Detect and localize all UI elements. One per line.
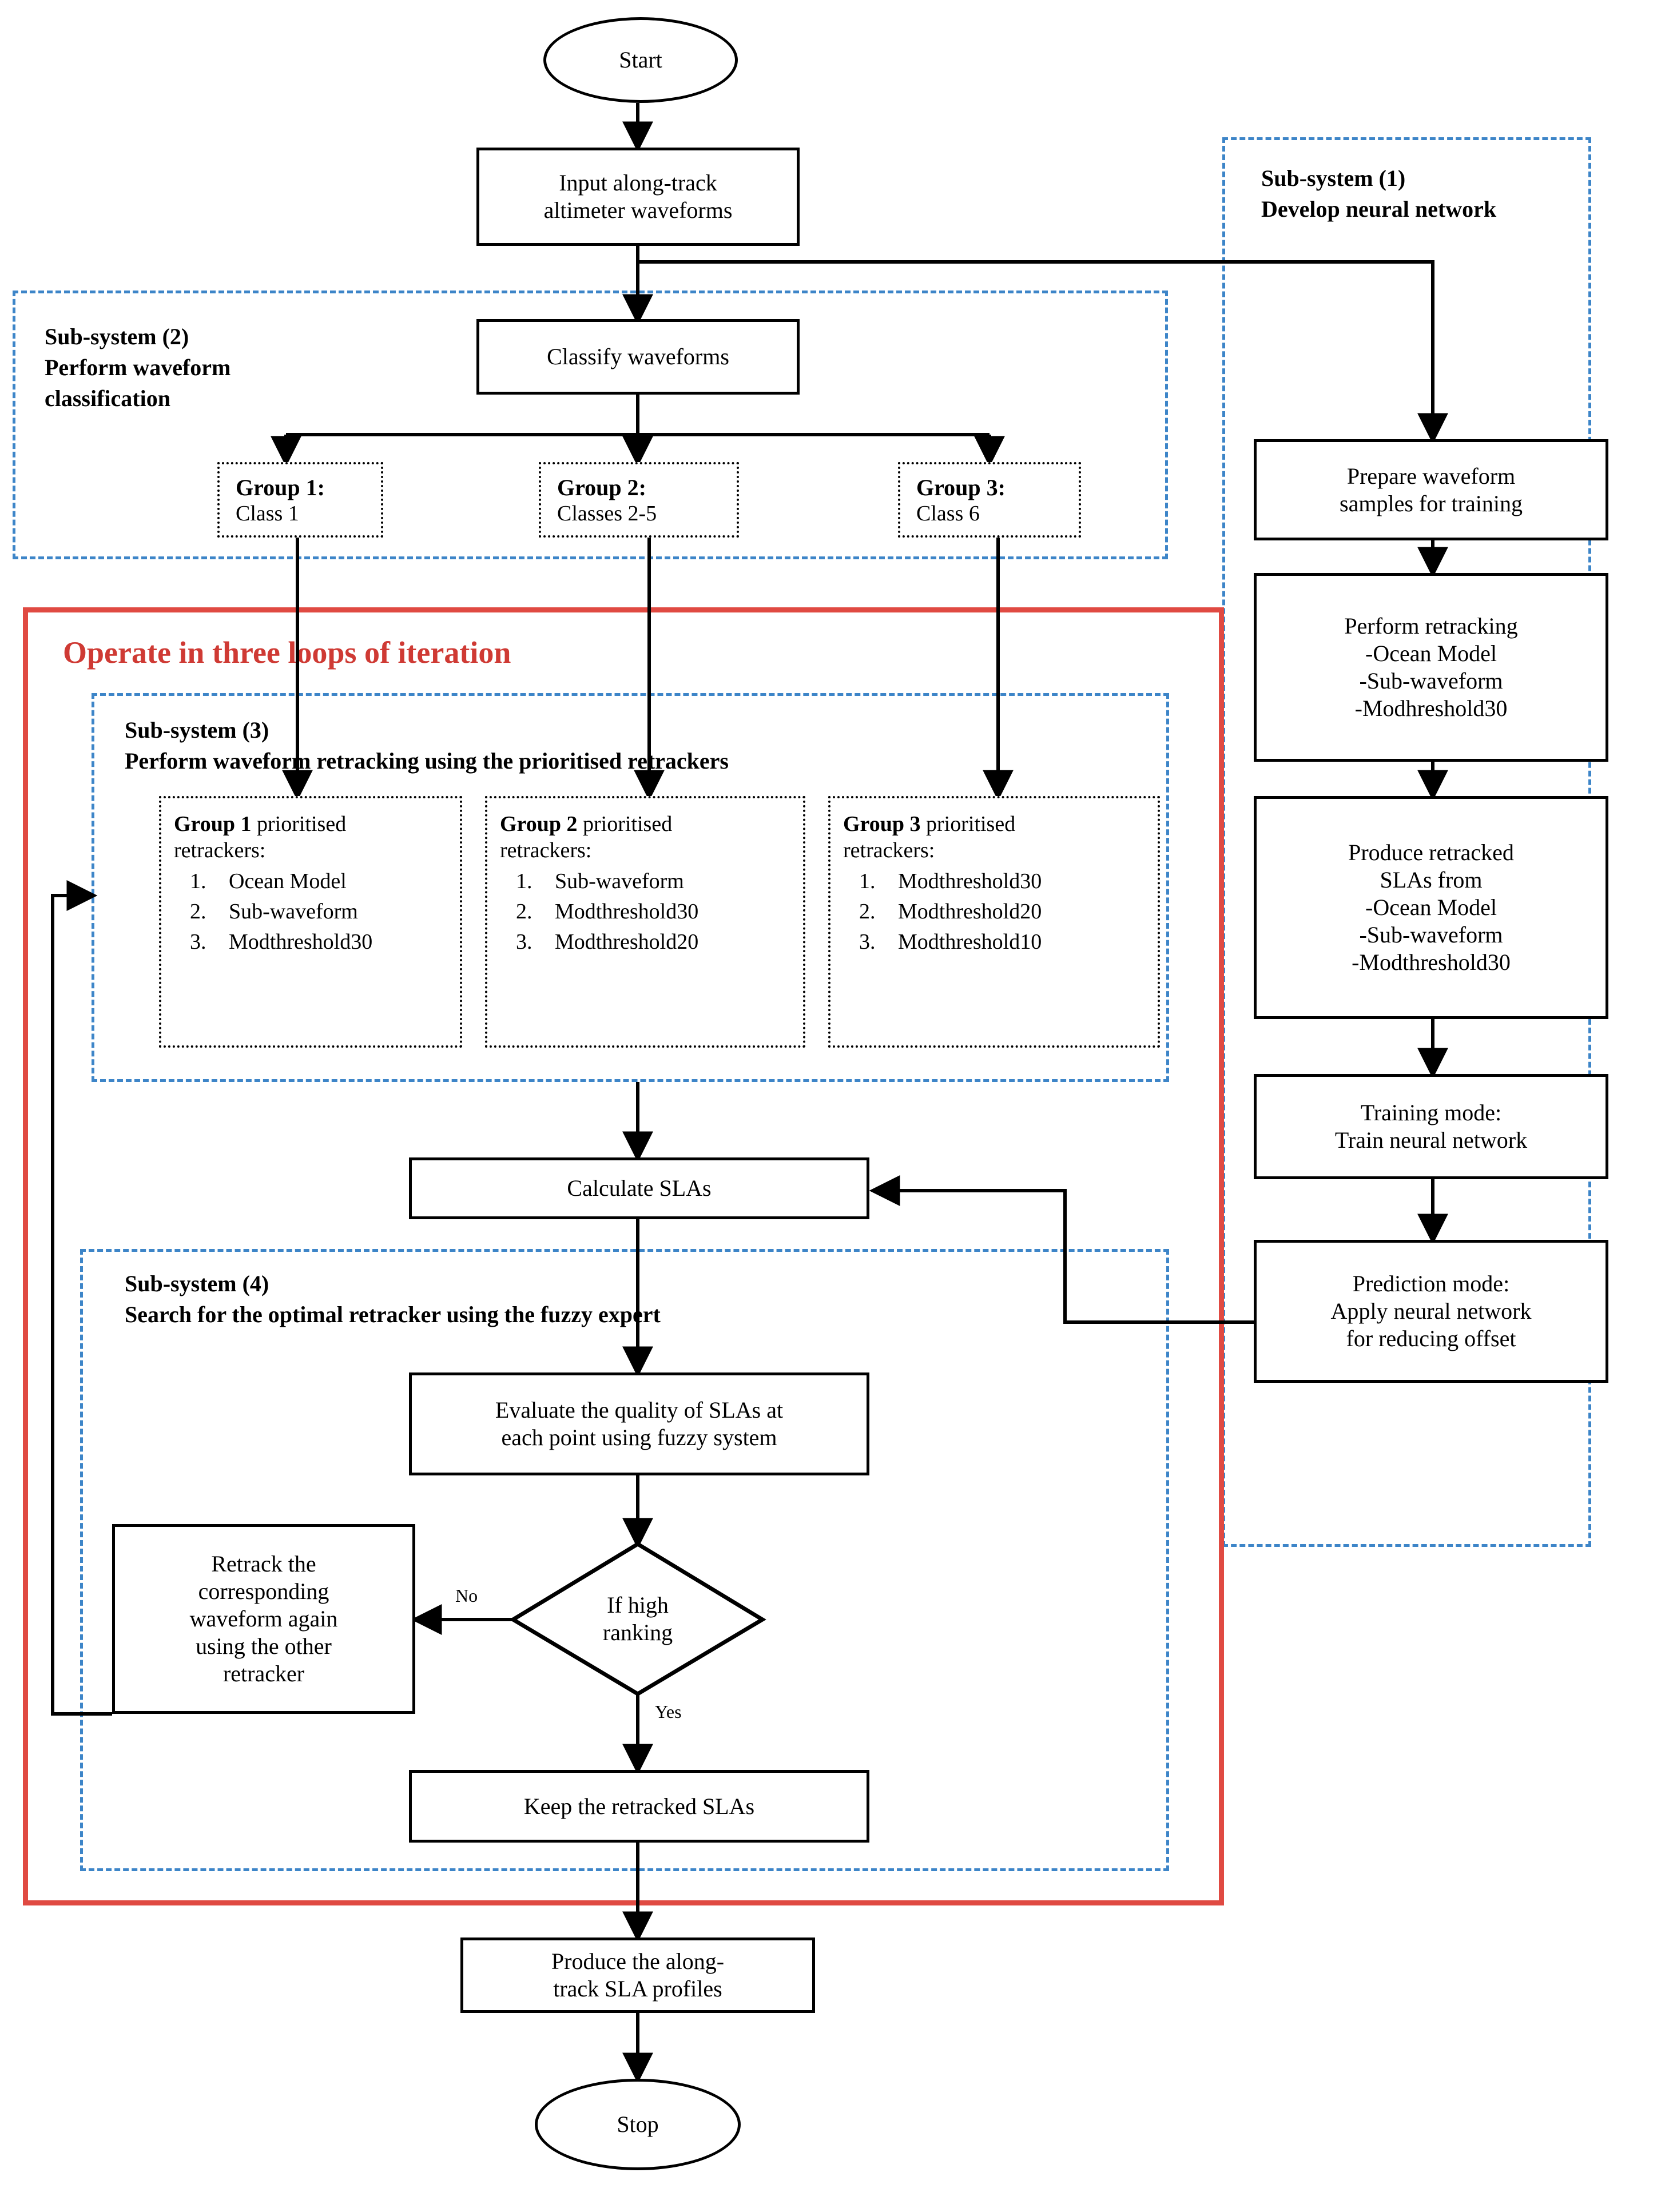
- iteration-loop-container: [23, 607, 1224, 1905]
- node-keep-slas: Keep the retracked SLAs: [409, 1770, 869, 1843]
- node-training-mode-label: Training mode: Train neural network: [1334, 1100, 1528, 1153]
- node-stop: Stop: [535, 2079, 741, 2170]
- iteration-loop-label: Operate in three loops of iteration: [63, 635, 511, 670]
- node-evaluate-quality: Evaluate the quality of SLAs at each poi…: [409, 1372, 869, 1475]
- subsystem-1-label: Sub-system (1)Develop neural network: [1261, 165, 1497, 222]
- group2-body: Classes 2-5: [557, 501, 657, 526]
- node-calculate-slas-label: Calculate SLAs: [567, 1175, 712, 1201]
- node-produce-retracked-slas-label: Produce retracked SLAs from -Ocean Model…: [1348, 840, 1514, 975]
- node-training-mode: Training mode: Train neural network: [1254, 1074, 1608, 1179]
- retracker-group3-bold: Group 3: [843, 812, 921, 836]
- edge-input-to-prepare: [638, 260, 1448, 444]
- list-item: Sub-waveform: [212, 897, 452, 927]
- node-produce-retracked-slas: Produce retracked SLAs from -Ocean Model…: [1254, 796, 1608, 1019]
- retracker-group1-line2: retrackers:: [174, 838, 266, 863]
- node-perform-retracking: Perform retracking -Ocean Model -Sub-wav…: [1254, 573, 1608, 762]
- retracker-group2-rest: prioritised: [577, 812, 673, 836]
- node-group3-class: Group 3: Class 6: [898, 462, 1081, 538]
- node-input-label: Input along-track altimeter waveforms: [543, 170, 733, 223]
- node-calculate-slas: Calculate SLAs: [409, 1157, 869, 1219]
- node-decision-label: If high ranking: [602, 1592, 673, 1645]
- retracker-group2-bold: Group 2: [500, 812, 578, 836]
- retracker-box-group3-header: Group 3 prioritised retrackers:: [843, 811, 1150, 864]
- subsystem-4-label: Sub-system (4)Search for the optimal ret…: [125, 1271, 661, 1327]
- retracker-box-group2-header: Group 2 prioritised retrackers:: [500, 811, 795, 864]
- node-prediction-mode: Prediction mode: Apply neural network fo…: [1254, 1240, 1608, 1383]
- group1-title: Group 1:: [236, 474, 325, 500]
- list-item: Modthreshold10: [881, 927, 1150, 957]
- node-decision-wrap: If high ranking: [513, 1544, 762, 1694]
- retracker-box-group1: Group 1 prioritised retrackers: Ocean Mo…: [159, 796, 462, 1048]
- node-perform-retracking-label: Perform retracking -Ocean Model -Sub-wav…: [1344, 613, 1518, 721]
- edge-prediction-to-calculate: [869, 1175, 1254, 1324]
- node-input: Input along-track altimeter waveforms: [476, 148, 800, 246]
- list-item: Ocean Model: [212, 866, 452, 897]
- list-item: Modthreshold30: [212, 927, 452, 957]
- node-prediction-mode-label: Prediction mode: Apply neural network fo…: [1330, 1271, 1532, 1351]
- retracker-box-group1-header: Group 1 prioritised retrackers:: [174, 811, 452, 864]
- node-produce-profiles-label: Produce the along- track SLA profiles: [551, 1948, 725, 2002]
- retracker-group1-list: Ocean Model Sub-waveform Modthreshold30: [174, 866, 452, 958]
- list-item: Sub-waveform: [538, 866, 795, 897]
- subsystem-3-label: Sub-system (3)Perform waveform retrackin…: [125, 717, 729, 774]
- node-classify-label: Classify waveforms: [547, 344, 729, 369]
- retracker-group2-list: Sub-waveform Modthreshold30 Modthreshold…: [500, 866, 795, 958]
- list-item: Modthreshold20: [881, 897, 1150, 927]
- node-keep-slas-label: Keep the retracked SLAs: [523, 1793, 755, 1819]
- node-produce-profiles: Produce the along- track SLA profiles: [460, 1938, 815, 2013]
- list-item: Modthreshold30: [881, 866, 1150, 897]
- node-retrack-again: Retrack the corresponding waveform again…: [112, 1524, 415, 1714]
- node-retrack-again-label: Retrack the corresponding waveform again…: [189, 1551, 338, 1686]
- edge-label-no: No: [455, 1585, 478, 1606]
- retracker-box-group3: Group 3 prioritised retrackers: Modthres…: [828, 796, 1160, 1048]
- retracker-group1-rest: prioritised: [251, 812, 347, 836]
- node-prepare-samples-label: Prepare waveform samples for training: [1340, 463, 1523, 516]
- node-start-label: Start: [619, 47, 662, 73]
- node-classify: Classify waveforms: [476, 319, 800, 395]
- list-item: Modthreshold20: [538, 927, 795, 957]
- retracker-group3-line2: retrackers:: [843, 838, 935, 863]
- node-stop-label: Stop: [617, 2111, 659, 2137]
- list-item: Modthreshold30: [538, 897, 795, 927]
- group3-title: Group 3:: [916, 474, 1006, 500]
- node-group1-class: Group 1: Class 1: [217, 462, 383, 538]
- group2-title: Group 2:: [557, 474, 646, 500]
- retracker-group2-line2: retrackers:: [500, 838, 592, 863]
- edge-retrack-loopback: [51, 880, 112, 1716]
- retracker-box-group2: Group 2 prioritised retrackers: Sub-wave…: [485, 796, 805, 1048]
- node-evaluate-quality-label: Evaluate the quality of SLAs at each poi…: [495, 1397, 784, 1450]
- retracker-group1-bold: Group 1: [174, 812, 252, 836]
- subsystem-2-container: [13, 291, 1168, 559]
- group3-body: Class 6: [916, 501, 980, 526]
- group1-body: Class 1: [236, 501, 299, 526]
- retracker-group3-list: Modthreshold30 Modthreshold20 Modthresho…: [843, 866, 1150, 958]
- node-start: Start: [543, 17, 738, 103]
- subsystem-4-container: [80, 1249, 1169, 1871]
- retracker-group3-rest: prioritised: [920, 812, 1016, 836]
- decision-diamond: [509, 1541, 766, 1697]
- node-group2-class: Group 2: Classes 2-5: [539, 462, 739, 538]
- edge-label-yes: Yes: [655, 1701, 682, 1722]
- node-prepare-samples: Prepare waveform samples for training: [1254, 439, 1608, 540]
